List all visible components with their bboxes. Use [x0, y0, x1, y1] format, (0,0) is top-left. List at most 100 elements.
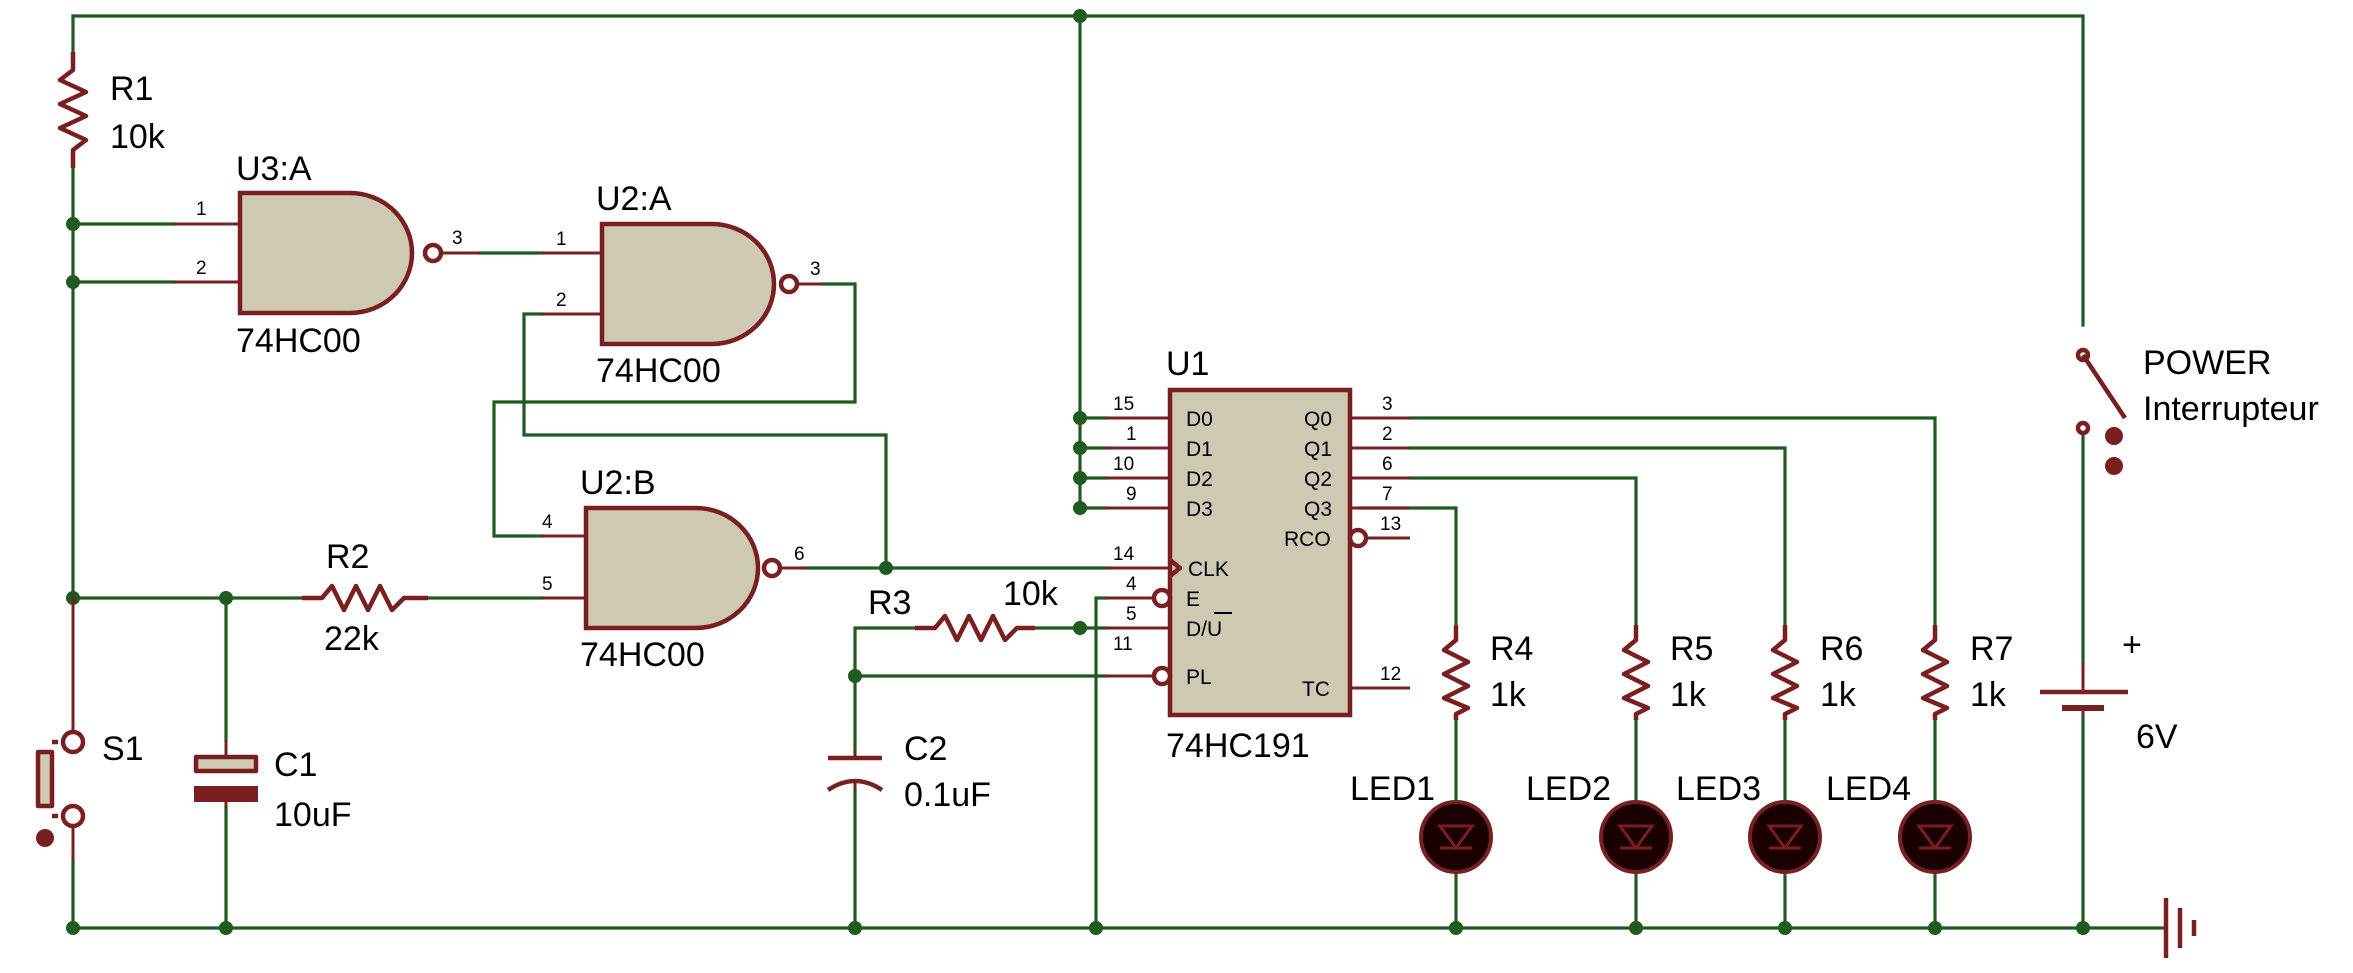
u1-pin-6: 6	[1382, 454, 1393, 475]
clock-marker	[1168, 558, 1183, 578]
capacitor-plate	[194, 786, 258, 802]
u2b-pin-6: 6	[794, 544, 805, 565]
junctions	[66, 9, 2090, 935]
junction	[848, 921, 862, 935]
battery-polarity: +	[2122, 626, 2142, 664]
inverter-bubble	[778, 273, 800, 295]
u1-pin-name-q1: Q1	[1304, 438, 1332, 461]
u1-pin-name-du: D/U	[1186, 618, 1222, 641]
nand-gate-u2a[interactable]: U2:A 1 2 3 74HC00	[542, 180, 823, 390]
resistor-r6[interactable]: R6 1k	[1770, 625, 1863, 720]
c1-value: 10uF	[274, 796, 352, 834]
r5-ref: R5	[1670, 630, 1713, 668]
resistor-symbol	[1920, 625, 1950, 720]
u1-pin-2: 2	[1382, 424, 1393, 445]
r4-value: 1k	[1490, 676, 1527, 714]
led-1[interactable]: LED1	[1350, 770, 1493, 874]
wire-vcc-rail	[71, 14, 2085, 327]
u1-pin-9: 9	[1126, 484, 1137, 505]
u1-pin-1: 1	[1126, 424, 1137, 445]
junction	[879, 561, 893, 575]
junction	[66, 275, 80, 289]
u3a-pin-1: 1	[196, 199, 207, 220]
diode-triangle	[1437, 824, 1475, 851]
junction	[219, 591, 233, 605]
junction	[848, 669, 862, 683]
led1-ref: LED1	[1350, 770, 1435, 808]
resistor-r7[interactable]: R7 1k	[1920, 625, 2013, 720]
junction	[219, 921, 233, 935]
junction	[1073, 471, 1087, 485]
r4-ref: R4	[1490, 630, 1533, 668]
capacitor-c1[interactable]: C1 10uF	[193, 740, 352, 834]
counter-ic-u1[interactable]: U1 15 1 10 9 14 4 5 11 D0 D1 D2 D3 CLK E…	[1106, 345, 1410, 765]
wire-q0	[1408, 416, 1937, 627]
r7-value: 1k	[1970, 676, 2007, 714]
wire-q1	[1408, 446, 1787, 627]
r2-value: 22k	[324, 620, 380, 658]
led-2[interactable]: LED2	[1526, 770, 1673, 874]
resistor-r4[interactable]: R4 1k	[1441, 625, 1533, 720]
junction	[1073, 9, 1087, 23]
u1-part: 74HC191	[1166, 727, 1310, 765]
inverter-bubble	[1151, 665, 1173, 687]
u1-ref: U1	[1166, 345, 1209, 383]
pushbutton-s1[interactable]: S1	[35, 596, 144, 860]
wire-u2a-out-loop	[492, 282, 857, 538]
wire-u2a-in2	[522, 312, 888, 570]
diode-triangle	[1617, 824, 1655, 851]
u2a-part: 74HC00	[596, 352, 721, 390]
wire-q2	[1408, 476, 1638, 627]
resistor-symbol	[1441, 625, 1471, 720]
resistor-r1[interactable]: R1 10k	[57, 52, 166, 168]
battery-6v[interactable]: + 6V	[2040, 626, 2178, 756]
inverter-bubble	[422, 242, 444, 264]
resistor-r2[interactable]: R2 22k	[302, 538, 428, 658]
led-4[interactable]: LED4	[1826, 770, 1972, 874]
u2a-pin-3: 3	[810, 259, 821, 280]
u1-pin-name-d2: D2	[1186, 468, 1213, 491]
junction	[1073, 621, 1087, 635]
u1-pin-name-rco: RCO	[1284, 528, 1331, 551]
u3a-ref: U3:A	[236, 150, 312, 188]
junction	[2076, 921, 2090, 935]
r6-ref: R6	[1820, 630, 1863, 668]
led-icon	[1419, 800, 1493, 874]
capacitor-c2[interactable]: C2 0.1uF	[826, 730, 991, 814]
u1-pin-13: 13	[1380, 514, 1401, 535]
switch-contact	[2075, 420, 2091, 436]
u1-pin-14: 14	[1113, 544, 1135, 565]
u2b-pin-5: 5	[542, 574, 553, 595]
r2-ref: R2	[326, 538, 369, 576]
resistor-symbol	[57, 52, 89, 168]
u1-pin-12: 12	[1380, 664, 1401, 685]
nand-body	[599, 221, 777, 347]
resistor-symbol	[915, 613, 1035, 643]
nand-body	[237, 190, 415, 316]
switch-contact	[60, 803, 86, 829]
switch-lever	[2081, 353, 2127, 420]
c2-value: 0.1uF	[904, 776, 991, 814]
r6-value: 1k	[1820, 676, 1857, 714]
power-switch[interactable]: POWER Interrupteur	[2075, 344, 2319, 475]
nand-gate-u3a[interactable]: U3:A 1 2 3 74HC00	[174, 150, 480, 360]
nand-gate-u2b[interactable]: U2:B 4 5 6 74HC00	[542, 464, 806, 674]
ground-icon	[2163, 898, 2197, 958]
u2b-ref: U2:B	[580, 464, 656, 502]
resistor-symbol	[302, 583, 428, 613]
u1-pin-name-q3: Q3	[1304, 498, 1332, 521]
led-3[interactable]: LED3	[1676, 770, 1822, 874]
wires	[71, 14, 2168, 930]
u1-pin-11: 11	[1113, 634, 1133, 655]
inverter-bubble	[1151, 587, 1173, 609]
r3-value: 10k	[1003, 575, 1059, 613]
u2a-pin-1: 1	[556, 229, 567, 250]
u1-pin-name-d3: D3	[1186, 498, 1213, 521]
resistor-r5[interactable]: R5 1k	[1621, 625, 1713, 720]
button-marker	[36, 829, 54, 847]
junction	[66, 921, 80, 935]
u1-pin-3: 3	[1382, 394, 1393, 415]
led-icon	[1748, 800, 1822, 874]
resistor-r3[interactable]: R3 10k	[868, 575, 1059, 643]
